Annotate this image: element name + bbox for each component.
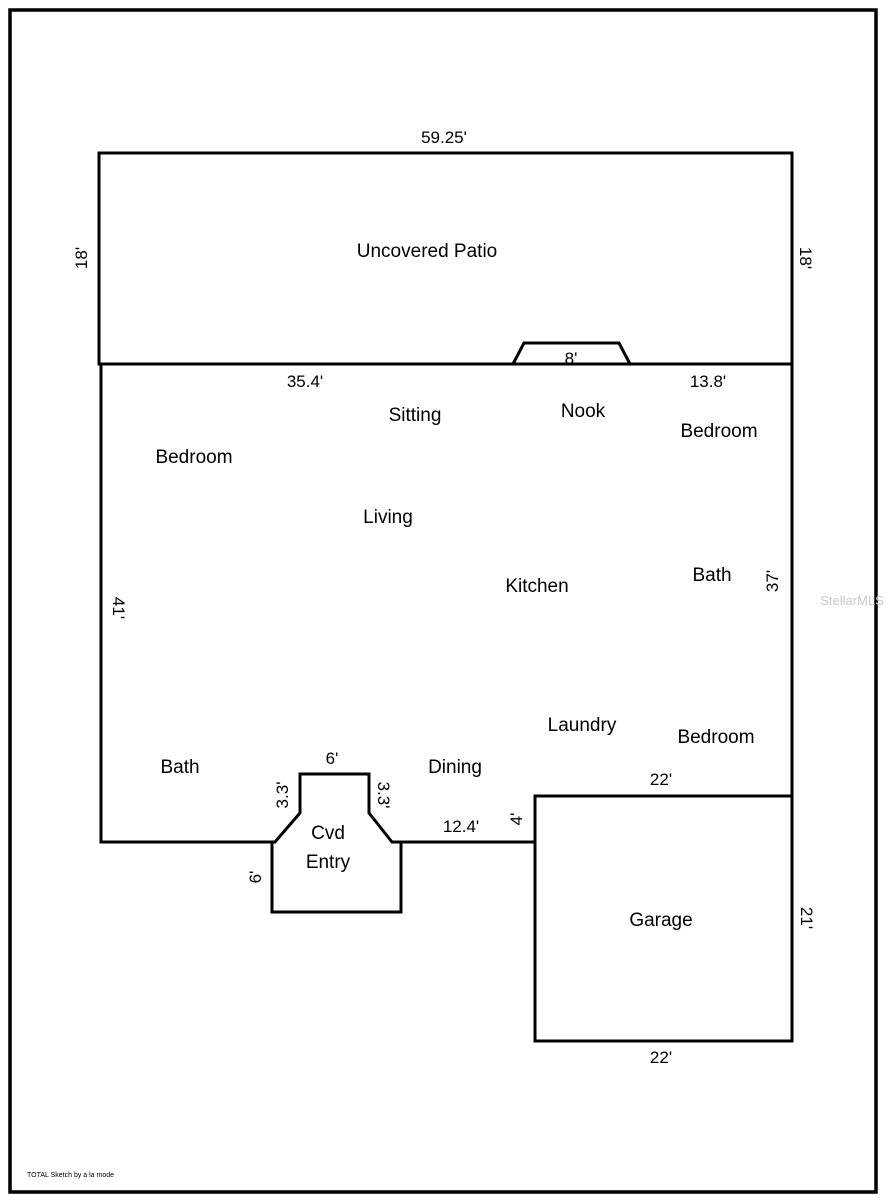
nook-bump-outline xyxy=(511,341,632,365)
room-uncovered-patio: Uncovered Patio xyxy=(357,241,497,262)
garage-outline xyxy=(533,794,794,1043)
room-living: Living xyxy=(363,507,413,528)
dim-entry-top: 6' xyxy=(326,749,339,768)
room-bath-right: Bath xyxy=(692,565,731,586)
dim-front-wall: 12.4' xyxy=(443,817,479,836)
room-bedroom-left: Bedroom xyxy=(155,447,232,468)
room-garage: Garage xyxy=(629,910,692,931)
room-kitchen: Kitchen xyxy=(505,576,568,597)
patio-outline xyxy=(97,151,794,366)
dim-patio-top: 59.25' xyxy=(421,128,467,147)
dim-patio-right: 18' xyxy=(796,247,815,269)
dim-entry-side: 6' xyxy=(246,871,265,884)
room-sitting: Sitting xyxy=(389,405,442,426)
dim-garage-bottom: 22' xyxy=(650,1048,672,1067)
dim-house-top-right: 13.8' xyxy=(690,372,726,391)
room-cvd-entry-line1: Cvd xyxy=(311,823,345,844)
dim-garage-jog: 4' xyxy=(507,813,526,826)
room-laundry: Laundry xyxy=(548,715,617,736)
room-dining: Dining xyxy=(428,757,482,778)
dim-house-right: 37' xyxy=(763,570,782,592)
dim-house-top-left: 35.4' xyxy=(287,372,323,391)
dim-nook-bump: 8' xyxy=(565,349,578,368)
room-bedroom-right-bottom: Bedroom xyxy=(677,727,754,748)
room-bath-left: Bath xyxy=(160,757,199,778)
page-border xyxy=(8,8,878,1194)
room-nook: Nook xyxy=(561,401,606,422)
dim-entry-right-angle: 3.3' xyxy=(374,782,393,809)
watermark: StellarMLS xyxy=(820,593,884,608)
dim-patio-left: 18' xyxy=(72,247,91,269)
dim-entry-left-angle: 3.3' xyxy=(273,782,292,809)
entry-outline xyxy=(270,840,403,914)
dim-garage-top: 22' xyxy=(650,770,672,789)
dim-garage-right: 21' xyxy=(797,907,816,929)
room-cvd-entry-line2: Entry xyxy=(306,852,351,873)
dim-house-left: 41' xyxy=(109,597,128,619)
sketch-credit: TOTAL Sketch by a la mode xyxy=(27,1172,114,1179)
room-bedroom-right-top: Bedroom xyxy=(680,421,757,442)
